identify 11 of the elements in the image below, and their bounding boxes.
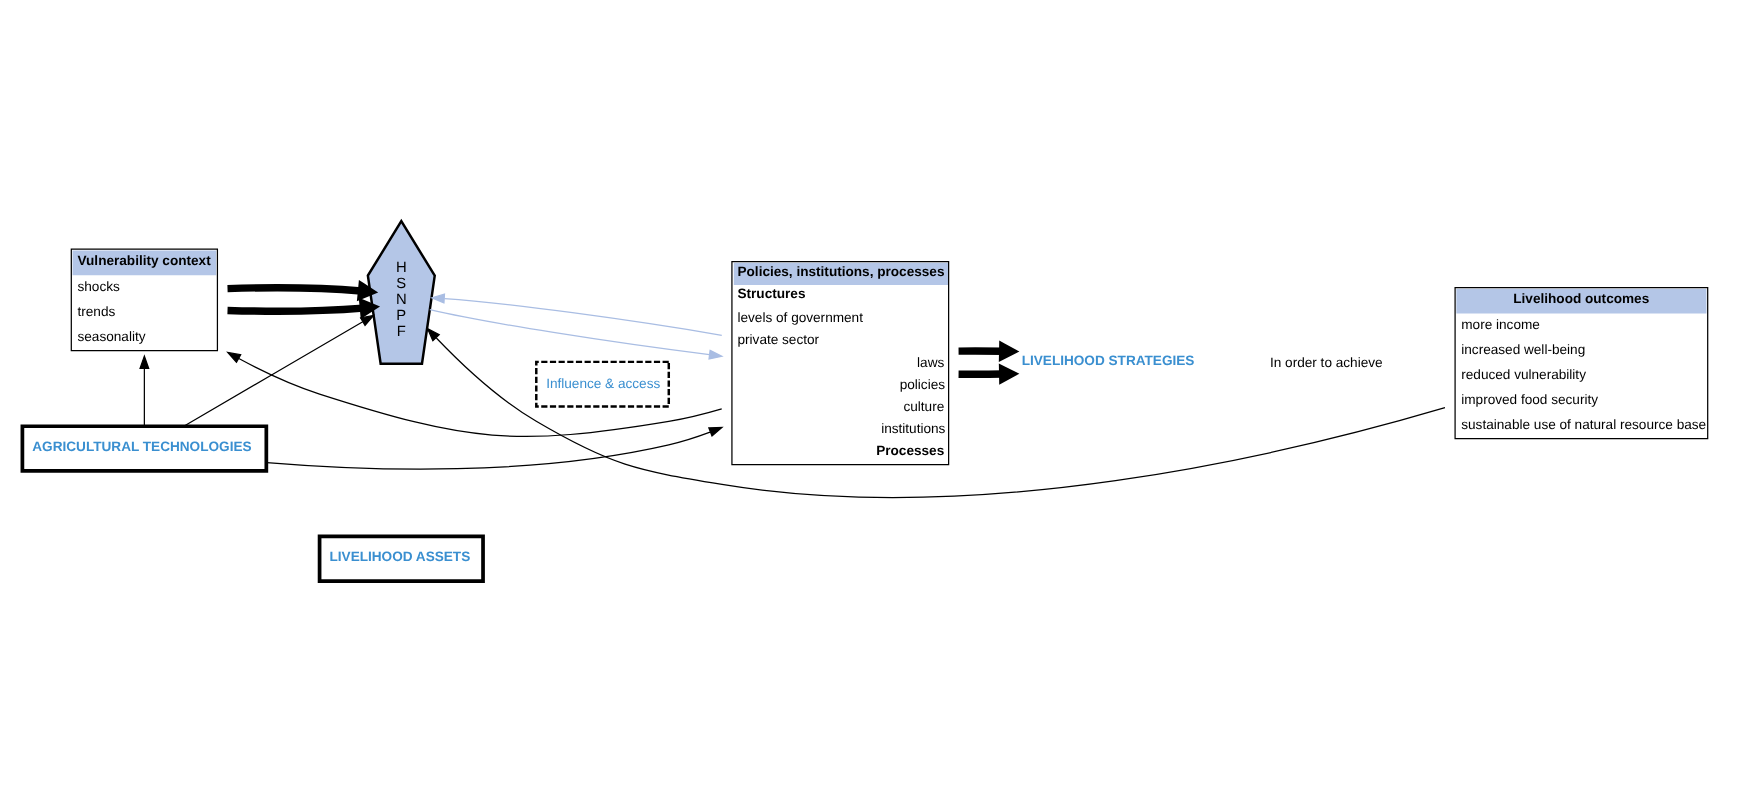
arrow — [227, 280, 379, 302]
arrow — [139, 354, 150, 427]
arrow — [183, 314, 376, 427]
arrow — [266, 426, 724, 470]
arrow — [958, 363, 1020, 385]
arrow — [227, 297, 381, 320]
arrow — [429, 309, 724, 360]
arrow — [226, 351, 723, 437]
arrow — [430, 293, 723, 336]
arrow — [426, 327, 1446, 498]
arrow — [958, 340, 1020, 362]
